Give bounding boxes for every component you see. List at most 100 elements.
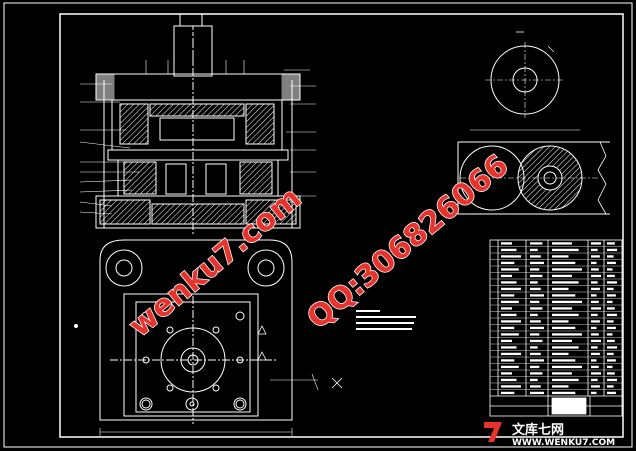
bom-cell-text bbox=[501, 248, 517, 252]
part-detail-ring bbox=[485, 31, 565, 118]
bom-cell-text bbox=[607, 313, 617, 317]
bom-cell-text bbox=[552, 346, 579, 349]
bom-cell-text bbox=[530, 385, 541, 388]
bom-cell-text bbox=[530, 261, 544, 265]
bom-cell-text bbox=[607, 242, 615, 245]
bom-cell-text bbox=[501, 320, 521, 323]
bom-cell-text bbox=[501, 268, 519, 271]
bom-cell-text bbox=[552, 281, 579, 284]
bom-cell-text bbox=[607, 307, 615, 310]
bom-cell-text bbox=[607, 287, 614, 291]
bom-cell-text bbox=[501, 339, 512, 343]
bom-cell-text bbox=[501, 242, 512, 245]
bom-cell-text bbox=[552, 339, 572, 343]
bom-cell-text bbox=[591, 339, 601, 343]
bom-cell-text bbox=[530, 274, 543, 278]
bom-cell-text bbox=[607, 294, 616, 297]
bom-cell-text bbox=[591, 391, 597, 395]
bom-cell-text bbox=[530, 378, 538, 382]
bom-cell-text bbox=[552, 320, 569, 323]
bom-rows bbox=[490, 246, 622, 390]
bom-cell-text bbox=[501, 365, 519, 369]
bom-cell-text bbox=[591, 242, 601, 245]
bom-cell-text bbox=[607, 268, 613, 271]
bom-cell-text bbox=[501, 261, 515, 265]
bom-cell-text bbox=[607, 385, 614, 388]
logo-site-url: WWW.WENKU7.COM bbox=[512, 438, 615, 448]
bom-cell-text bbox=[552, 274, 572, 278]
bom-cell-text bbox=[552, 242, 572, 245]
watermark-qq: QQ:306826066 bbox=[301, 148, 516, 336]
bom-cell-text bbox=[607, 333, 613, 336]
callout-leaders-left bbox=[79, 83, 140, 215]
bom-cell-text bbox=[591, 326, 597, 330]
bom-cell-text bbox=[552, 333, 582, 336]
bom-cell-text bbox=[530, 320, 541, 323]
bom-cell-text bbox=[591, 352, 600, 356]
bom-cell-text bbox=[552, 248, 579, 252]
bom-cell-text bbox=[530, 242, 543, 245]
bom-cell-text bbox=[591, 287, 600, 291]
bom-cell-text bbox=[552, 365, 582, 369]
outer-border bbox=[3, 2, 633, 448]
bom-cell-text bbox=[501, 307, 512, 310]
bom-cell-text bbox=[552, 391, 576, 395]
bom-cell-text bbox=[501, 281, 517, 284]
bom-cell-text bbox=[501, 372, 512, 375]
bom-cell-text bbox=[591, 294, 597, 297]
bom-cell-text bbox=[501, 255, 521, 258]
bom-cell-text bbox=[607, 261, 616, 265]
bom-cell-text bbox=[530, 352, 541, 356]
bom-cell-text bbox=[530, 359, 544, 362]
bom-cell-text bbox=[607, 339, 615, 343]
bom-cell-text bbox=[552, 326, 576, 330]
bom-cell-text bbox=[501, 385, 521, 388]
bom-cell-text bbox=[607, 346, 617, 349]
bom-cell-text bbox=[530, 365, 540, 369]
bom-cell-text bbox=[591, 261, 597, 265]
bom-cell-text bbox=[530, 313, 538, 317]
datum-dot bbox=[74, 324, 78, 328]
bom-cell-text bbox=[530, 326, 544, 330]
logo-mark-icon bbox=[484, 422, 502, 442]
bom-cell-text bbox=[552, 287, 569, 291]
bom-cell-text bbox=[607, 378, 617, 382]
bom-cell-text bbox=[552, 313, 579, 317]
bom-cell-text bbox=[501, 326, 515, 330]
bom-cell-text bbox=[552, 261, 576, 265]
bom-cell-text bbox=[591, 385, 600, 388]
bom-cell-text bbox=[501, 352, 521, 356]
bom-cell-text bbox=[607, 300, 613, 304]
bom-cell-text bbox=[501, 294, 515, 297]
inner-border bbox=[59, 13, 624, 438]
bom-cell-text bbox=[607, 248, 617, 252]
bom-cell-text bbox=[591, 268, 599, 271]
callout-leaders-right bbox=[145, 60, 316, 197]
bom-cell-text bbox=[552, 359, 576, 362]
bom-cell-text bbox=[552, 378, 579, 382]
bom-cell-text bbox=[591, 372, 601, 375]
bom-cell-text bbox=[530, 294, 544, 297]
plan-view bbox=[99, 239, 343, 436]
bom-cell-text bbox=[530, 372, 543, 375]
bom-cell-text bbox=[591, 300, 599, 304]
bom-cell-text bbox=[607, 320, 614, 323]
bom-cell-text bbox=[552, 268, 582, 271]
bom-cell-text bbox=[591, 333, 599, 336]
bom-cell-text bbox=[530, 339, 543, 343]
site-logo: 文库七网 WWW.WENKU7.COM bbox=[484, 422, 615, 448]
bom-cell-text bbox=[591, 378, 598, 382]
bom-cell-text bbox=[501, 274, 512, 278]
bom-cell-text bbox=[607, 365, 613, 369]
bom-cell-text bbox=[591, 281, 598, 284]
bom-cell-text bbox=[501, 391, 515, 395]
bom-cell-text bbox=[530, 346, 538, 349]
bom-cell-text bbox=[607, 359, 616, 362]
bom-cell-text bbox=[501, 378, 517, 382]
bom-cell-text bbox=[552, 352, 569, 356]
bom-cell-text bbox=[501, 287, 521, 291]
bom-cell-text bbox=[501, 333, 519, 336]
bom-cell-text bbox=[501, 300, 519, 304]
